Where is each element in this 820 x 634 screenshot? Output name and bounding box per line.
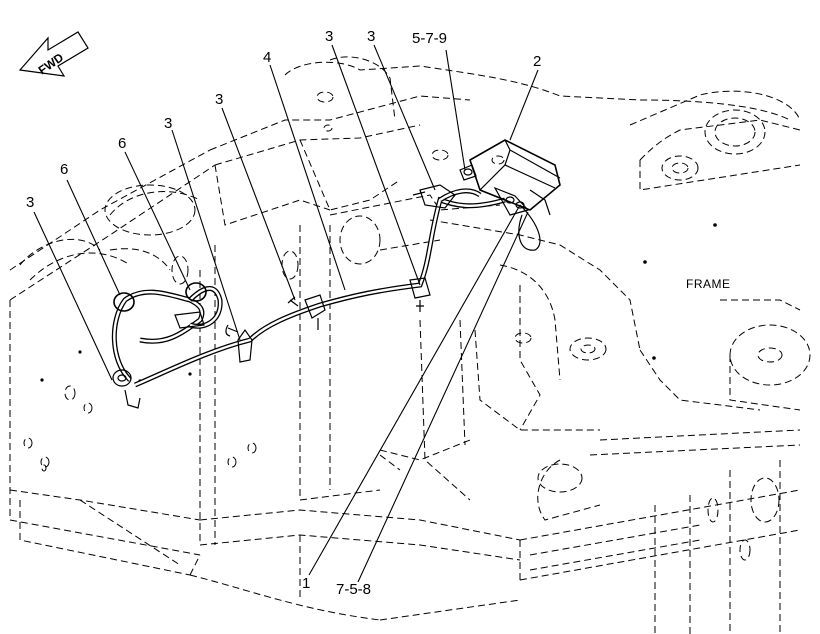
component-box xyxy=(469,139,561,216)
callout-1: 1 xyxy=(302,575,310,592)
leader-lines xyxy=(33,44,539,583)
callout-3-c: 3 xyxy=(215,91,223,108)
harness-clips xyxy=(112,164,477,409)
callout-3-d: 3 xyxy=(325,28,333,45)
callout-3-e: 3 xyxy=(367,28,375,45)
callouts: 3 6 6 3 3 4 3 3 5-7-9 2 1 7-5-8 xyxy=(26,28,541,598)
callout-2: 2 xyxy=(533,53,541,70)
callout-7-5-8: 7-5-8 xyxy=(336,581,371,598)
callout-5-7-9: 5-7-9 xyxy=(412,30,447,47)
forward-direction-arrow: FWD xyxy=(18,31,89,77)
callout-4: 4 xyxy=(263,49,271,66)
callout-3-b: 3 xyxy=(164,115,172,132)
wiring-harness xyxy=(111,188,541,388)
callout-6-a: 6 xyxy=(60,161,68,178)
callout-6-b: 6 xyxy=(118,135,126,152)
machine-frame xyxy=(9,56,811,634)
frame-label: FRAME xyxy=(686,277,731,291)
callout-3-a: 3 xyxy=(26,194,34,211)
